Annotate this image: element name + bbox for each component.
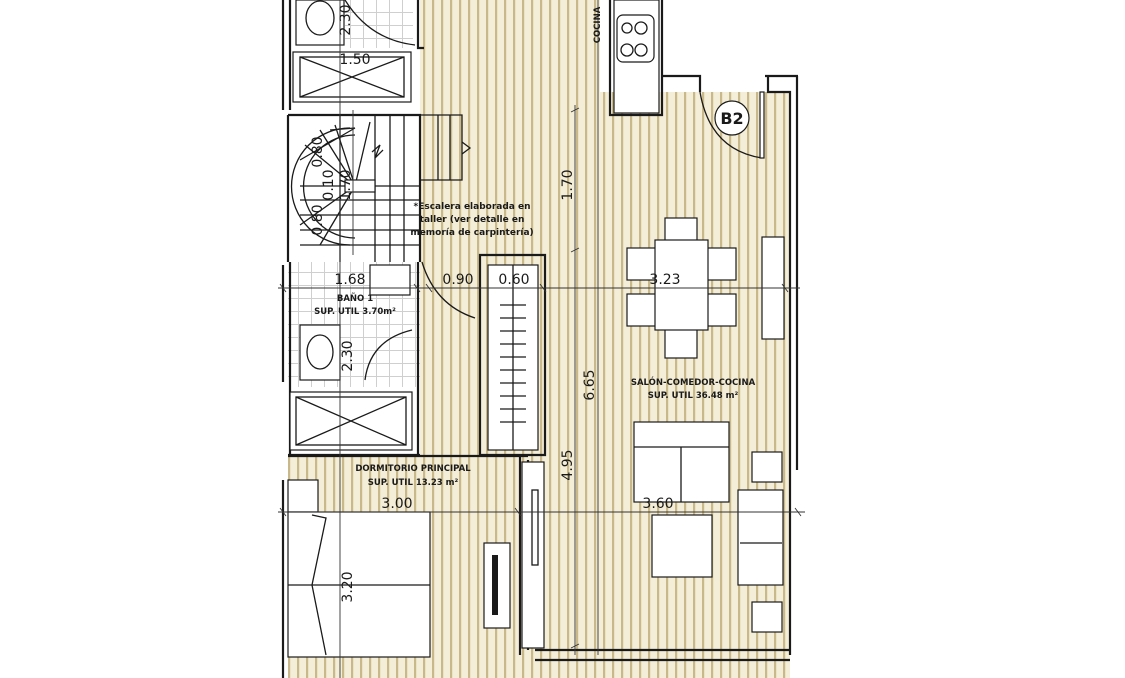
wood-floor <box>288 0 790 678</box>
unit-tag-badge <box>714 100 750 136</box>
dim-dining-width: 3.23 <box>649 272 680 288</box>
door-swing <box>364 329 413 381</box>
dim-door-width: 0.90 <box>442 272 473 288</box>
kitchen-counter <box>613 0 660 114</box>
bath-name: BAÑO 1 <box>337 293 373 304</box>
dim-bedroom-width: 3.00 <box>381 496 412 512</box>
dim-stair-c: 1.70 <box>338 169 354 200</box>
stair-note-line: memoría de carpintería) <box>410 228 533 238</box>
dim-upper-bath-height: 2.30 <box>338 4 354 35</box>
door-swing <box>344 0 416 46</box>
upper-bath <box>292 0 416 103</box>
living-room-name: SALÓN-COMEDOR-COCINA <box>631 376 756 388</box>
spiral-staircase <box>290 114 472 262</box>
stair-note-line: taller (ver detalle en <box>420 215 525 225</box>
dim-bath-height: 2.30 <box>340 340 356 371</box>
dim-living-lower-height: 4.95 <box>560 449 576 480</box>
door-swing <box>421 261 476 319</box>
kitchen-name: COCINA <box>593 6 603 43</box>
stair-note-line: *Escalera elaborada en <box>413 202 530 212</box>
dimension-lines <box>278 0 805 678</box>
dim-closet-width: 0.60 <box>498 272 529 288</box>
coffee-table <box>651 514 713 578</box>
bath-tiles <box>288 0 420 387</box>
dim-upper-bath-width: 1.50 <box>339 52 370 68</box>
bath-area: SUP. UTIL 3.70m² <box>314 307 396 317</box>
shower-tray <box>292 51 412 103</box>
dim-stair-a: 0.80 <box>310 136 326 167</box>
hob-icon <box>616 14 655 63</box>
dim-living-height: 6.65 <box>582 369 598 400</box>
bath-1 <box>289 261 476 451</box>
dim-bedroom-height: 3.20 <box>340 571 356 602</box>
sink-icon <box>306 334 334 370</box>
sofa <box>633 421 784 633</box>
entrance-door[interactable]: B2 <box>699 91 765 159</box>
washbasin <box>295 0 345 46</box>
toilet <box>369 264 411 296</box>
dim-living-width: 3.60 <box>642 496 673 512</box>
dim-bath-width: 1.68 <box>334 272 365 288</box>
bedroom-furniture <box>287 461 545 658</box>
bedroom-name: DORMITORIO PRINCIPAL <box>355 464 471 474</box>
sink-icon <box>305 0 335 36</box>
room-labels: SALÓN-COMEDOR-COCINA SUP. UTIL 36.48 m² … <box>314 6 755 488</box>
dim-corridor-height: 1.70 <box>560 169 576 200</box>
closet <box>487 264 539 451</box>
unit-tag: B2 <box>720 109 743 128</box>
living-room-area: SUP. UTIL 36.48 m² <box>648 391 739 401</box>
washbasin <box>299 324 341 381</box>
dimension-labels: 2.30 1.50 0.80 0.10 1.70 0.80 1.68 0.90 … <box>310 4 681 602</box>
bedroom-area: SUP. UTIL 13.23 m² <box>368 478 459 488</box>
dim-stair-b: 0.10 <box>321 169 337 200</box>
dim-stair-d: 0.80 <box>310 204 326 235</box>
